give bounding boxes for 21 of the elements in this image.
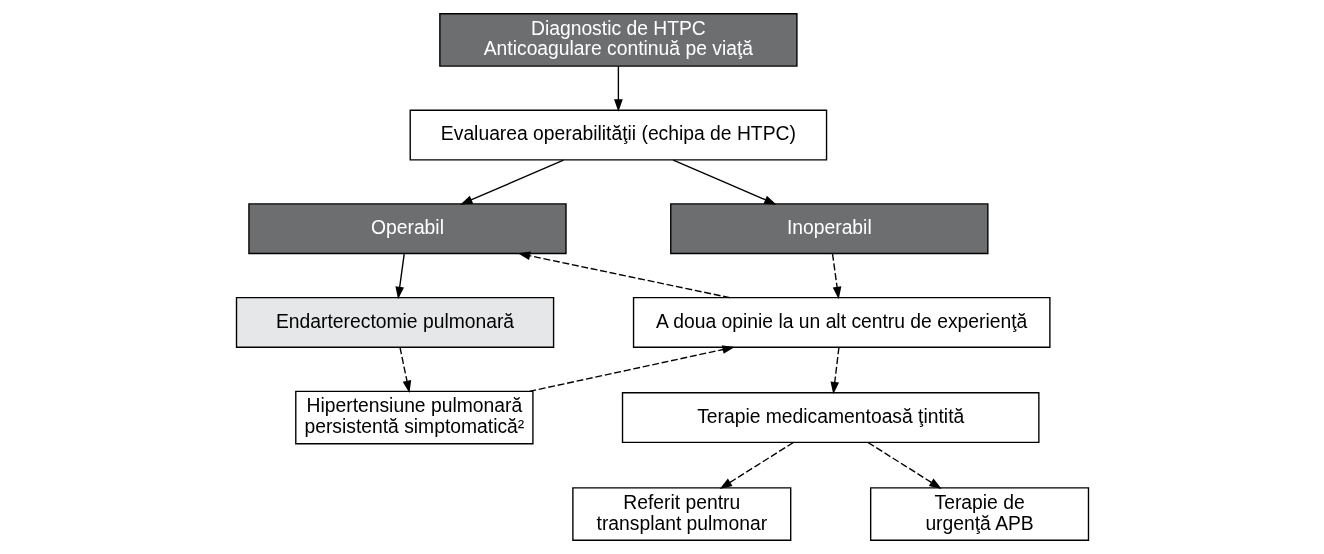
arrow	[613, 65, 623, 112]
node-box: Terapie de urgenţă APB	[869, 487, 1089, 541]
node-box: Endarterectomie pulmonară	[235, 297, 554, 348]
arrow	[831, 253, 841, 300]
node-box: Terapie medicamentoasă ţintită	[621, 392, 1040, 444]
node-box: A doua opinie la un alt centru de experienţă	[632, 297, 1051, 348]
arrow	[459, 159, 564, 205]
node-box: Diagnostic de HTPC Anticoagulare continuă pe viaţă	[438, 13, 798, 67]
node-box: Hipertensiune pulmonară persistentă simptomatică²	[294, 390, 534, 445]
arrow	[517, 251, 730, 299]
arrow	[867, 441, 942, 489]
node-box: Referit pentru transplant pulmonar	[571, 487, 791, 541]
arrow	[528, 345, 735, 393]
node-box: Evaluarea operabilităţii (echipa de HTPC)	[409, 109, 827, 161]
node-box: Operabil	[247, 203, 567, 255]
arrow	[829, 346, 840, 395]
arrow	[672, 159, 777, 205]
arrow	[398, 346, 411, 393]
arrow	[394, 253, 405, 300]
arrow	[719, 441, 794, 489]
node-box: Inoperabil	[669, 203, 989, 255]
